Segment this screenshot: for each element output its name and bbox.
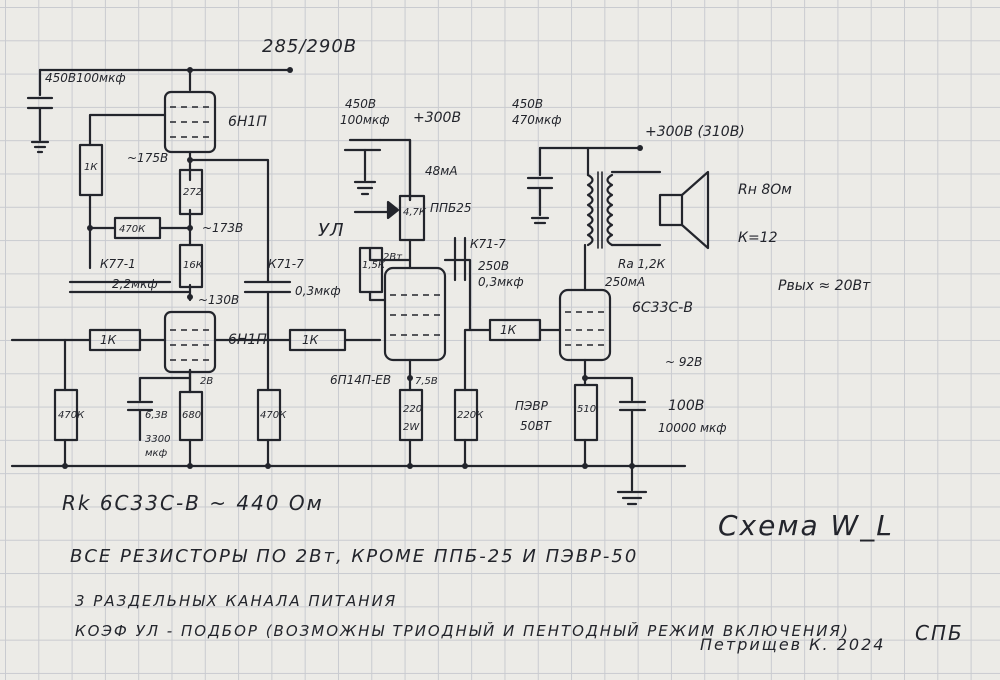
- cap-mid-c: 100мкф: [340, 113, 389, 127]
- tube-upper-label: 6Н1П: [228, 114, 267, 130]
- ia-label: 250мА: [605, 275, 645, 289]
- r-2w-label: 2W: [403, 422, 420, 433]
- output-transformer: [586, 171, 614, 249]
- r-220-2w: 220: [403, 404, 422, 415]
- r-4-7k: 4,7К: [403, 207, 427, 218]
- k-label: К=12: [738, 230, 778, 246]
- r-16k: 16К: [183, 260, 204, 271]
- schematic-title: Схема W_L: [718, 509, 894, 542]
- cath-bypass-unit: мкф: [145, 448, 168, 459]
- ppb25-label: ППБ25: [430, 201, 472, 215]
- r-680: 680: [182, 410, 201, 421]
- plus300-left: +300В: [413, 110, 461, 126]
- cap-out-c: 470мкф: [512, 113, 561, 127]
- r-510: 510: [577, 404, 596, 415]
- r-2w: 2Вт: [383, 252, 403, 263]
- ul-label: УЛ: [318, 220, 345, 241]
- cap-input-label: 450В100мкф: [45, 71, 126, 85]
- out-bypass-v: 100В: [668, 398, 704, 414]
- note-city: СПБ: [915, 621, 964, 645]
- pevr-w: 50ВТ: [520, 419, 553, 433]
- v175-label: ~175В: [127, 151, 168, 165]
- k71-right-label: К71-7: [470, 237, 506, 251]
- v92-label: ~ 92В: [665, 355, 702, 369]
- k77-value: 2,2мкф: [112, 277, 158, 291]
- rn-label: Rн 8Ом: [738, 182, 792, 198]
- r-470k: 470К: [119, 224, 146, 235]
- k77-label: К77-1: [100, 257, 136, 271]
- tube-driver-label: 6П14П-ЕВ: [330, 373, 391, 387]
- v173-label: ~173В: [202, 221, 243, 235]
- note-ul-coef: КОЭФ УЛ - ПОДБОР (ВОЗМОЖНЫ ТРИОДНЫЙ И ПЕ…: [75, 621, 850, 640]
- v130-label: ~130В: [198, 293, 239, 307]
- v2-label: 2В: [200, 376, 213, 387]
- k71-right-value: 0,3мкф: [478, 275, 524, 289]
- tube-lower-label: 6Н1П: [228, 332, 267, 348]
- cap-out-v: 450В: [512, 97, 543, 111]
- pevr-label: ПЭВР: [515, 399, 549, 413]
- r-470-left: 470К: [58, 410, 85, 421]
- cap-mid-v: 450В: [345, 97, 376, 111]
- supply-voltage: 285/290В: [262, 36, 357, 57]
- tube-output: [558, 288, 612, 362]
- r-1-5k: 1,5К: [362, 260, 386, 271]
- k71-left-value: 0,3мкф: [295, 284, 341, 298]
- note-rk: Rk 6С33С-В ~ 440 Ом: [62, 491, 324, 515]
- note-author: Петрищев К. 2024: [700, 635, 885, 654]
- r-220k: 220К: [457, 410, 484, 421]
- tube-output-label: 6С33С-В: [632, 300, 693, 316]
- k71-left-label: К71-7: [268, 257, 304, 271]
- cath-bypass-v: 6,3В: [145, 410, 168, 421]
- out-bypass-c: 10000 мкф: [658, 421, 727, 435]
- r-272: 272: [183, 187, 202, 198]
- r-1k-grid: 1К: [500, 323, 517, 337]
- plus300-right: +300В (310В): [645, 124, 745, 140]
- tube-6n1p-lower: [163, 310, 217, 374]
- v7-5-label: 7,5В: [415, 376, 438, 387]
- resistors: [53, 143, 599, 442]
- tube-driver: [383, 266, 447, 362]
- r-470-mid: 470К: [260, 410, 287, 421]
- r-1k-top: 1К: [84, 162, 98, 173]
- r-1k-mid: 1К: [302, 333, 319, 347]
- pout-label: Pвых ≈ 20Вт: [778, 278, 871, 294]
- k71-right-v: 250В: [478, 259, 509, 273]
- note-resistors: ВСЕ РЕЗИСТОРЫ ПО 2Вт, КРОМЕ ППБ-25 И ПЭВ…: [70, 546, 638, 567]
- ra-label: Ra 1,2К: [618, 257, 666, 271]
- wiring: [10, 67, 687, 506]
- r-1k-input: 1К: [100, 333, 117, 347]
- tube-6n1p-upper: [163, 90, 217, 154]
- speaker-icon: [658, 170, 710, 250]
- current-48: 48мА: [425, 164, 458, 178]
- note-channels: 3 РАЗДЕЛЬНЫХ КАНАЛА ПИТАНИЯ: [75, 592, 397, 610]
- cath-bypass-c: 3300: [145, 434, 170, 445]
